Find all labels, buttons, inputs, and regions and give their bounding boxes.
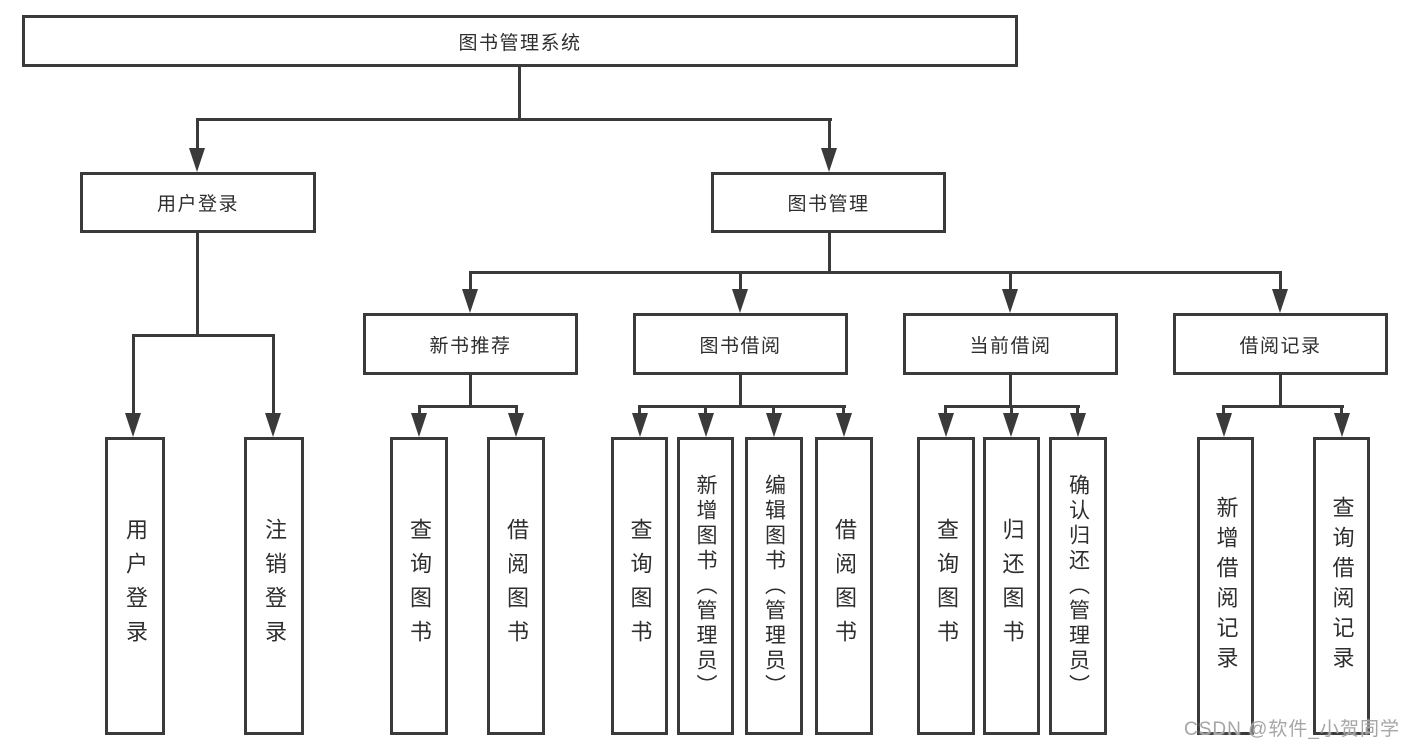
arrowhead-leaf-login — [125, 413, 141, 437]
connector-drop-leaf-login — [132, 334, 135, 415]
arrowhead — [632, 413, 648, 437]
leaf-label: 注销登录 — [262, 518, 287, 654]
connector-drop-leaf-logout — [272, 334, 275, 415]
connector-drop — [842, 405, 845, 417]
connector-bookborrow-bus — [638, 405, 846, 408]
arrowhead — [1216, 413, 1232, 437]
node-user-login: 用户登录 — [80, 172, 316, 233]
arrowhead-book-borrow — [732, 289, 748, 313]
arrowhead — [1334, 413, 1350, 437]
connector-bookborrow-stem — [739, 375, 742, 408]
node-borrowing-records: 借阅记录 — [1173, 313, 1388, 375]
connector-drop-user-login — [196, 118, 199, 150]
leaf-label: 用户登录 — [123, 518, 148, 654]
node-label: 图书管理 — [787, 194, 870, 215]
leaf-edit-books-admin: 编辑图书（管理员） — [745, 437, 803, 735]
connector-userlogin-bus — [132, 334, 275, 337]
node-label: 当前借阅 — [969, 335, 1052, 357]
connector-drop — [772, 405, 775, 417]
connector-drop-book-mgmt — [828, 118, 831, 150]
leaf-add-borrow-record: 新增借阅记录 — [1197, 437, 1254, 735]
arrowhead — [411, 413, 427, 437]
node-label: 用户登录 — [156, 194, 239, 215]
connector-currentborrow-stem — [1009, 375, 1012, 408]
leaf-label: 编辑图书（管理员） — [762, 473, 786, 699]
connector-drop — [418, 405, 421, 417]
node-book-borrowing: 图书借阅 — [633, 313, 848, 375]
leaf-query-books-recommend: 查询图书 — [390, 437, 448, 735]
node-current-borrowing: 当前借阅 — [903, 313, 1118, 375]
connector-drop — [1010, 405, 1013, 417]
leaf-return-books: 归还图书 — [983, 437, 1040, 735]
leaf-label: 查询图书 — [407, 518, 432, 654]
leaf-query-books-current: 查询图书 — [917, 437, 975, 735]
node-new-book-recommendation: 新书推荐 — [363, 313, 578, 375]
leaf-add-books-admin: 新增图书（管理员） — [677, 437, 734, 735]
connector-borrowrecord-stem — [1279, 375, 1282, 408]
arrowhead — [938, 413, 954, 437]
arrowhead — [1003, 413, 1019, 437]
node-book-management: 图书管理 — [711, 172, 946, 233]
leaf-query-borrow-record: 查询借阅记录 — [1313, 437, 1370, 735]
connector-newbook-stem — [469, 375, 472, 408]
connector-borrowrecord-bus — [1222, 405, 1344, 408]
arrowhead — [508, 413, 524, 437]
connector-bookmgmt-bus — [469, 271, 1282, 274]
leaf-label: 新增图书（管理员） — [694, 473, 717, 699]
arrowhead-book-mgmt — [821, 148, 837, 172]
leaf-confirm-return-admin: 确认归还（管理员） — [1049, 437, 1107, 735]
node-library-management-system: 图书管理系统 — [22, 15, 1018, 67]
node-label: 图书管理系统 — [458, 32, 582, 54]
connector-drop — [944, 405, 947, 417]
node-label: 图书借阅 — [699, 335, 782, 357]
connector-root-stem — [518, 67, 521, 120]
leaf-query-books-borrow: 查询图书 — [611, 437, 668, 735]
connector-root-bus — [196, 118, 832, 121]
connector-drop — [704, 405, 707, 417]
leaf-label: 查询借阅记录 — [1329, 496, 1355, 676]
connector-drop — [1222, 405, 1225, 417]
arrowhead-current-borrow — [1002, 289, 1018, 313]
arrowhead — [698, 413, 714, 437]
connector-drop-current-borrow — [1009, 271, 1012, 291]
arrowhead-borrow-record — [1272, 289, 1288, 313]
leaf-borrow-books: 借阅图书 — [815, 437, 873, 735]
arrowhead-user-login — [189, 148, 205, 172]
leaf-label: 确认归还（管理员） — [1066, 473, 1090, 699]
connector-drop-book-borrow — [739, 271, 742, 291]
connector-userlogin-stem — [196, 233, 199, 337]
connector-bookmgmt-stem — [828, 233, 831, 274]
connector-drop — [1340, 405, 1343, 417]
leaf-label: 借阅图书 — [832, 518, 857, 654]
leaf-borrow-books-recommend: 借阅图书 — [487, 437, 545, 735]
connector-drop-new-book — [469, 271, 472, 291]
connector-drop-borrow-record — [1279, 271, 1282, 291]
arrowhead-new-book — [462, 289, 478, 313]
connector-drop — [515, 405, 518, 417]
arrowhead — [1070, 413, 1086, 437]
connector-drop — [638, 405, 641, 417]
leaf-label: 新增借阅记录 — [1213, 496, 1239, 676]
arrowhead — [836, 413, 852, 437]
connector-drop — [1076, 405, 1079, 417]
leaf-label: 查询图书 — [627, 518, 653, 654]
connector-newbook-bus — [418, 405, 518, 408]
arrowhead — [766, 413, 782, 437]
leaf-label: 归还图书 — [999, 518, 1025, 654]
arrowhead-leaf-logout — [265, 413, 281, 437]
leaf-label: 查询图书 — [934, 518, 959, 654]
csdn-watermark: CSDN @软件_小贺同学 — [1184, 719, 1400, 740]
leaf-logout: 注销登录 — [244, 437, 304, 735]
leaf-label: 借阅图书 — [504, 518, 529, 654]
leaf-user-login: 用户登录 — [105, 437, 165, 735]
node-label: 新书推荐 — [429, 335, 512, 357]
node-label: 借阅记录 — [1239, 335, 1322, 357]
